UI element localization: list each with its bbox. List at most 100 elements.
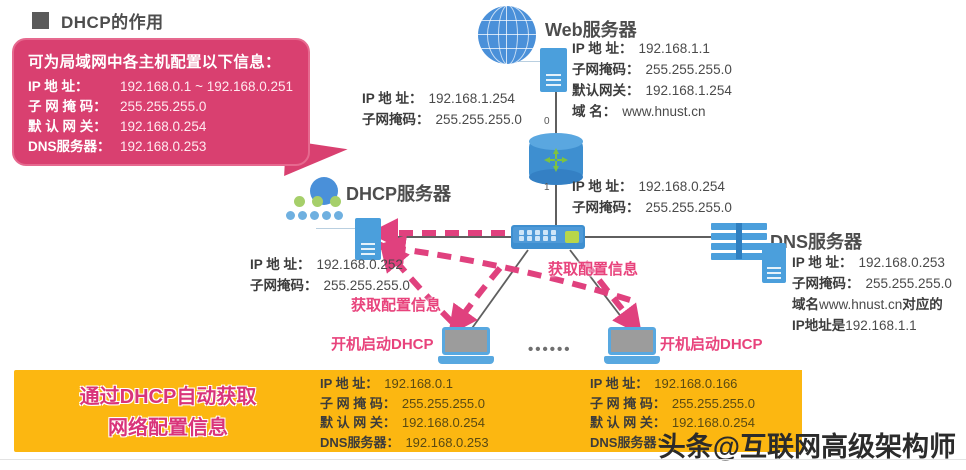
bubble-value: 192.168.0.1 ~ 192.168.0.251 bbox=[120, 79, 294, 94]
dns-note-bold-c: IP地址是 bbox=[792, 318, 846, 333]
dhcp-client-cluster-icon bbox=[286, 196, 362, 222]
info-value: 192.168.1.1 bbox=[638, 41, 710, 56]
bubble-heading: 可为局域网中各主机配置以下信息： bbox=[28, 54, 281, 71]
bubble-value: 192.168.0.254 bbox=[120, 119, 207, 134]
info-value: 192.168.1.254 bbox=[428, 91, 515, 106]
web-server-box-icon bbox=[540, 48, 567, 92]
info-label: 子 网 掩 码： bbox=[590, 395, 666, 411]
info-line: IP 地 址： 192.168.0.166 bbox=[590, 374, 755, 394]
dns-note-bold-a: 域名 bbox=[792, 297, 819, 312]
page-title-text: DHCP的作用 bbox=[61, 13, 164, 32]
watermark: 头条@互联网高级架构师 bbox=[659, 425, 956, 464]
watermark-at: @ bbox=[712, 431, 740, 462]
client-right-config: IP 地 址： 192.168.0.166 子 网 掩 码： 255.255.2… bbox=[590, 374, 755, 452]
info-value: 255.255.255.0 bbox=[645, 200, 732, 215]
info-line: IP 地 址： 192.168.0.1 bbox=[320, 374, 489, 394]
dns-server-title: DNS服务器 bbox=[770, 232, 863, 252]
dhcp-server-title: DHCP服务器 bbox=[346, 184, 452, 204]
watermark-main: 互联网高级架构师 bbox=[740, 432, 956, 462]
info-value: 192.168.1.254 bbox=[645, 83, 732, 98]
summary-banner-right-extension bbox=[576, 370, 802, 452]
info-value: 192.168.0.166 bbox=[654, 376, 738, 391]
info-label: IP 地 址： bbox=[362, 91, 423, 106]
bubble-line: DNS服务器： 192.168.0.253 bbox=[28, 137, 308, 157]
dns-note-line-1: 域名 www.hnust.cn 对应的 bbox=[792, 294, 952, 315]
info-line: 域 名： www.hnust.cn bbox=[572, 101, 732, 122]
info-value: 255.255.255.0 bbox=[645, 62, 732, 77]
summary-banner-title-line1: 通过DHCP自动获取 bbox=[79, 386, 257, 408]
bottom-divider bbox=[0, 459, 966, 460]
info-line: 默 认 网 关： 192.168.0.254 bbox=[320, 413, 489, 433]
info-value: 192.168.0.253 bbox=[405, 434, 489, 450]
info-label: 默 认 网 关： bbox=[590, 415, 666, 430]
square-bullet-icon bbox=[32, 12, 49, 29]
dns-note-line-2: IP地址是 192.168.1.1 bbox=[792, 315, 952, 336]
bubble-label: DNS服务器： bbox=[28, 139, 111, 154]
info-label: IP 地 址： bbox=[590, 376, 649, 391]
page-title: DHCP的作用 bbox=[32, 8, 164, 33]
info-line: IP 地 址： 192.168.0.253 bbox=[792, 252, 952, 273]
bubble-label: IP 地 址： bbox=[28, 79, 89, 94]
info-label: 默 认 网 关： bbox=[320, 415, 396, 430]
info-label: IP 地 址： bbox=[320, 376, 379, 391]
info-line: 默 认 网 关： 192.168.0.254 bbox=[590, 413, 755, 433]
info-value: 192.168.0.254 bbox=[401, 415, 485, 430]
router-port-1-label: 1 bbox=[544, 182, 550, 193]
web-server-info: IP 地 址： 192.168.1.1 子网掩码： 255.255.255.0 … bbox=[572, 38, 732, 122]
dhcp-info-bubble: 可为局域网中各主机配置以下信息： IP 地 址： 192.168.0.1 ~ 1… bbox=[12, 38, 310, 166]
link-router-switch bbox=[555, 180, 557, 228]
info-line: 子网掩码： 255.255.255.0 bbox=[362, 109, 522, 130]
info-label: 子网掩码： bbox=[572, 200, 640, 215]
info-value: 192.168.0.253 bbox=[858, 255, 945, 270]
info-line: 子网掩码： 255.255.255.0 bbox=[250, 275, 410, 296]
info-line: IP 地 址： 192.168.1.254 bbox=[362, 88, 522, 109]
info-line: 默认网关： 192.168.1.254 bbox=[572, 80, 732, 101]
link-webserver-router bbox=[555, 92, 557, 136]
flow-label-get-config-right: 获取配置信息 bbox=[548, 261, 639, 278]
watermark-prefix: 头条 bbox=[658, 432, 713, 462]
web-server-title: Web服务器 bbox=[545, 20, 637, 40]
link-globe-serverbox bbox=[506, 61, 546, 62]
info-value: 192.168.0.252 bbox=[316, 257, 403, 272]
bubble-value: 192.168.0.253 bbox=[120, 139, 207, 154]
info-label: 子网掩码： bbox=[362, 112, 430, 127]
summary-banner-title-line2: 网络配置信息 bbox=[108, 417, 228, 439]
info-value: www.hnust.cn bbox=[622, 104, 706, 119]
info-value: 192.168.0.1 bbox=[384, 376, 453, 391]
info-line: 子网掩码： 255.255.255.0 bbox=[572, 197, 732, 218]
info-value: 255.255.255.0 bbox=[865, 276, 952, 291]
link-dhcp-cluster bbox=[316, 228, 356, 229]
dns-note-ip: 192.168.1.1 bbox=[845, 318, 917, 333]
router-wan-info: IP 地 址： 192.168.1.254 子网掩码： 255.255.255.… bbox=[362, 88, 522, 130]
bubble-line: 子 网 掩 码： 255.255.255.0 bbox=[28, 97, 308, 117]
client-left-config: IP 地 址： 192.168.0.1 子 网 掩 码： 255.255.255… bbox=[320, 374, 489, 452]
bubble-value: 255.255.255.0 bbox=[120, 99, 207, 114]
info-line: IP 地 址： 192.168.0.254 bbox=[572, 176, 732, 197]
dns-note-domain: www.hnust.cn bbox=[819, 297, 903, 312]
laptop-ellipsis: •••••• bbox=[528, 341, 572, 358]
info-label: 子 网 掩 码： bbox=[320, 395, 396, 411]
router-port-0-label: 0 bbox=[544, 116, 550, 127]
dns-note-bold-b: 对应的 bbox=[902, 297, 943, 312]
info-line: 子 网 掩 码： 255.255.255.0 bbox=[320, 394, 489, 414]
dhcp-server-box-icon bbox=[355, 218, 381, 260]
flow-label-get-config-left: 获取配置信息 bbox=[351, 297, 442, 314]
bubble-label: 子 网 掩 码： bbox=[28, 99, 107, 114]
dhcp-server-info: IP 地 址： 192.168.0.252 子网掩码： 255.255.255.… bbox=[250, 254, 410, 296]
info-label: DNS服务器： bbox=[320, 434, 400, 450]
info-label: DNS服务器： bbox=[590, 434, 670, 450]
info-line: 子网掩码： 255.255.255.0 bbox=[572, 59, 732, 80]
dns-server-box-icon bbox=[762, 243, 786, 283]
globe-icon bbox=[478, 6, 536, 64]
info-label: 子网掩码： bbox=[792, 276, 860, 291]
info-value: 255.255.255.0 bbox=[435, 112, 522, 127]
flow-label-boot-dhcp-right: 开机启动DHCP bbox=[660, 336, 763, 353]
dns-server-stack-icon bbox=[711, 223, 767, 260]
link-switch-dhcp bbox=[365, 236, 513, 238]
info-value: 255.255.255.0 bbox=[323, 278, 410, 293]
info-line: 子 网 掩 码： 255.255.255.0 bbox=[590, 394, 755, 414]
info-value: 192.168.0.254 bbox=[671, 415, 755, 430]
router-lan-info: IP 地 址： 192.168.0.254 子网掩码： 255.255.255.… bbox=[572, 176, 732, 218]
info-label: IP 地 址： bbox=[250, 257, 311, 272]
